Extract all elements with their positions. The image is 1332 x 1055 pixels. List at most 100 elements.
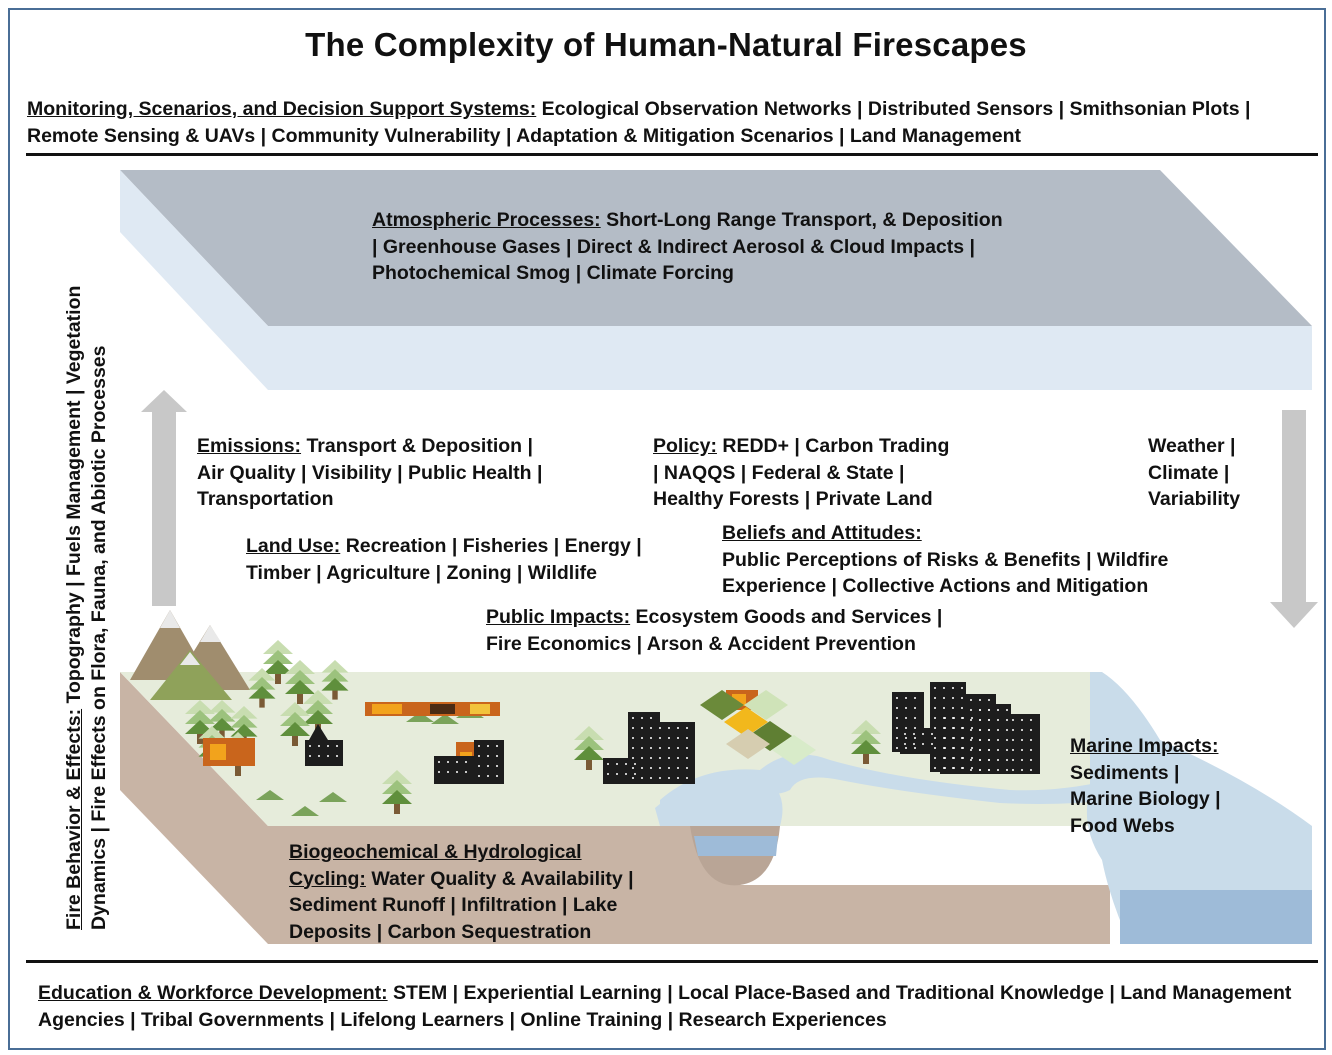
bottom-divider [26,960,1318,963]
building-window [336,755,338,757]
land-block [120,672,1312,944]
atmospheric-line-3: Photochemical Smog | Climate Forcing [372,262,734,284]
building-window [487,765,489,767]
building-window [318,745,320,747]
education-label: Education & Workforce Development: [38,982,388,1004]
biogeo-label-2: Cycling: [289,867,366,890]
building-window [1030,759,1032,761]
building-window [438,761,440,763]
tree-crown [248,677,276,690]
building-window [634,773,636,775]
building-window [686,757,688,759]
marine-label: Marine Impacts: [1070,735,1219,757]
tree-crown [280,722,310,736]
building-window [905,697,907,699]
building-window [914,727,916,729]
marine-line-2: Marine Biology | [1070,788,1221,810]
building-window [650,747,652,749]
atmospheric-line-2: | Greenhouse Gases | Direct & Indirect A… [372,235,975,258]
building-window [1012,729,1014,731]
tree-crown [185,700,215,714]
building-window [934,727,936,729]
building-window [962,767,964,769]
building-window [905,747,907,749]
building-window [943,697,945,699]
building-window [632,757,634,759]
building-window [1021,749,1023,751]
building-window [496,755,498,757]
building-window [988,719,990,721]
building-window [970,699,972,701]
building-window [641,777,643,779]
building-window [1030,749,1032,751]
building-window [616,763,618,765]
building-window [641,737,643,739]
building-window [641,767,643,769]
building-window [668,757,670,759]
building-window [988,729,990,731]
building-window [913,743,915,745]
tree-crown [208,718,236,731]
building-window [478,745,480,747]
building-window [1012,739,1014,741]
building-window [1006,709,1008,711]
building-window [456,771,458,773]
public-impacts-block: Public Impacts: Ecosystem Goods and Serv… [486,604,1006,657]
education-text: STEM | Experiential Learning | Local Pla… [38,982,1292,1031]
biogeochemical-block: Biogeochemical & Hydrological Cycling: W… [289,839,709,945]
building-window [970,749,972,751]
building-window [650,777,652,779]
tree-crown [382,790,412,804]
building-window [904,733,906,735]
building-window [962,727,964,729]
policy-line-2: | NAQQS | Federal & State | [653,461,905,484]
building-window [997,719,999,721]
building-window [1030,729,1032,731]
tree-crown [263,650,293,664]
building-window [914,737,916,739]
building-window [327,745,329,747]
figure-border [8,8,1326,1050]
building-window [650,737,652,739]
shrub [431,714,459,724]
building-window [953,767,955,769]
building-window [934,707,936,709]
tree-crown [230,706,258,719]
building-window [896,717,898,719]
building-window [659,757,661,759]
building-window [988,749,990,751]
building-window [944,727,946,729]
building-window [686,737,688,739]
policy-block: Policy: REDD+ | Carbon Trading | NAQQS |… [653,433,1013,513]
building-window [496,765,498,767]
atmospheric-line-1: Short-Long Range Transport, & Deposition [606,209,1003,231]
building-window [979,719,981,721]
monitoring-text: Ecological Observation Networks | Distri… [27,98,1251,147]
building-window [914,697,916,699]
building-window [668,727,670,729]
building-window [632,767,634,769]
building-window [438,771,440,773]
building-window [659,747,661,749]
building-window [931,733,933,735]
beliefs-label: Beliefs and Attitudes: [722,522,922,544]
building-window [988,709,990,711]
building-window [931,743,933,745]
tree-crown [185,710,215,724]
building-window [952,707,954,709]
building-window [632,777,634,779]
building-window [677,767,679,769]
tree-crown [208,700,236,713]
building-window [1012,719,1014,721]
tree-crown [382,770,412,784]
building-window [944,747,946,749]
building-window [634,763,636,765]
fire-behavior-label: Fire Behavior & Effects: [63,708,85,930]
building-window [934,767,936,769]
building-window [944,737,946,739]
tree-crown [303,710,333,724]
building-window [1030,739,1032,741]
building-window [447,761,449,763]
tree-crown [851,740,881,754]
building-window [668,767,670,769]
